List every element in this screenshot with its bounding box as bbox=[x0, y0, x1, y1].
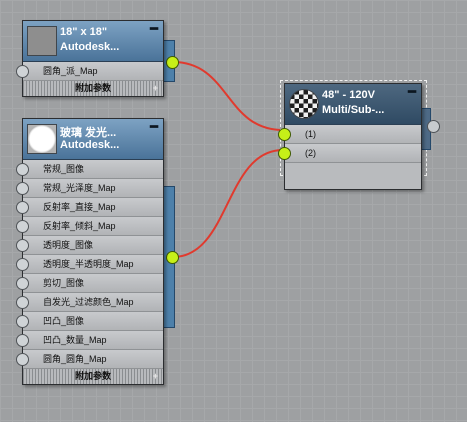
param-label: 剪切_图像 bbox=[43, 278, 85, 288]
node2-param-row[interactable]: 圆角_圆角_Map bbox=[16, 350, 163, 369]
wire-node2-to-slot2 bbox=[172, 149, 284, 258]
param-label: 凹凸_图像 bbox=[43, 316, 85, 326]
node2-param-row[interactable]: 常规_图像 bbox=[16, 160, 163, 179]
node2-extra-params[interactable]: 附加参数 + bbox=[23, 369, 163, 384]
node2-param-row[interactable]: 透明度_半透明度_Map bbox=[16, 255, 163, 274]
node2-title: 玻璃 发光... bbox=[60, 127, 117, 139]
slot-row-1[interactable]: (1) bbox=[278, 125, 421, 144]
input-socket[interactable] bbox=[16, 334, 29, 347]
input-socket[interactable] bbox=[16, 65, 29, 78]
expand-plus-icon[interactable]: + bbox=[152, 83, 158, 93]
param-label: 常规_光泽度_Map bbox=[43, 183, 116, 193]
node1-param-row[interactable]: 圆角_派_Map bbox=[16, 62, 163, 81]
node2-subtitle: Autodesk... bbox=[60, 139, 120, 151]
param-label: 圆角_派_Map bbox=[43, 66, 98, 76]
node3-output-socket[interactable] bbox=[427, 120, 440, 133]
node1-extra-params[interactable]: 附加参数 + bbox=[23, 81, 163, 96]
node2-param-row[interactable]: 反射率_直接_Map bbox=[16, 198, 163, 217]
expand-plus-icon[interactable]: + bbox=[152, 371, 158, 381]
checker-sphere-icon bbox=[289, 89, 319, 119]
node3-title: 48" - 120V bbox=[322, 89, 375, 101]
node3-header[interactable]: 48" - 120V Multi/Sub-... ━ bbox=[285, 84, 421, 125]
param-label: 反射率_倾斜_Map bbox=[43, 221, 116, 231]
param-label: 常规_图像 bbox=[43, 164, 85, 174]
input-socket[interactable] bbox=[16, 239, 29, 252]
input-socket[interactable] bbox=[16, 258, 29, 271]
collapse-icon[interactable]: ━ bbox=[408, 84, 416, 99]
grey-swatch-icon bbox=[27, 26, 57, 56]
node2-param-row[interactable]: 凹凸_数量_Map bbox=[16, 331, 163, 350]
input-socket[interactable] bbox=[16, 353, 29, 366]
param-label: 透明度_半透明度_Map bbox=[43, 259, 134, 269]
input-socket[interactable] bbox=[16, 163, 29, 176]
node2-param-row[interactable]: 自发光_过滤颜色_Map bbox=[16, 293, 163, 312]
node2-param-row[interactable]: 凹凸_图像 bbox=[16, 312, 163, 331]
input-socket[interactable] bbox=[16, 182, 29, 195]
node3-subtitle: Multi/Sub-... bbox=[322, 104, 385, 116]
node3-body-spacer bbox=[285, 163, 421, 189]
node2-param-row[interactable]: 剪切_图像 bbox=[16, 274, 163, 293]
node2-param-row[interactable]: 常规_光泽度_Map bbox=[16, 179, 163, 198]
collapse-icon[interactable]: ━ bbox=[150, 119, 158, 134]
white-sphere-icon bbox=[27, 124, 57, 154]
node2-param-row[interactable]: 反射率_倾斜_Map bbox=[16, 217, 163, 236]
wire-node1-to-slot1 bbox=[172, 61, 284, 131]
slot-label: (1) bbox=[305, 129, 316, 139]
node1-header[interactable]: 18" x 18" Autodesk... ━ bbox=[23, 21, 163, 62]
node1-subtitle: Autodesk... bbox=[60, 41, 120, 53]
param-label: 圆角_圆角_Map bbox=[43, 354, 107, 364]
input-socket[interactable] bbox=[16, 315, 29, 328]
param-label: 透明度_图像 bbox=[43, 240, 94, 250]
node-18x18[interactable]: 18" x 18" Autodesk... ━ 圆角_派_Map 附加参数 + bbox=[16, 20, 164, 97]
input-socket[interactable] bbox=[278, 147, 291, 160]
input-socket[interactable] bbox=[278, 128, 291, 141]
node-multi-sub[interactable]: 48" - 120V Multi/Sub-... ━ (1) (2) bbox=[278, 83, 422, 190]
node1-output-socket[interactable] bbox=[166, 56, 179, 69]
input-socket[interactable] bbox=[16, 277, 29, 290]
input-socket[interactable] bbox=[16, 296, 29, 309]
node2-param-row[interactable]: 透明度_图像 bbox=[16, 236, 163, 255]
node-glass-emissive[interactable]: 玻璃 发光... Autodesk... ━ 常规_图像 常规_光泽度_Map … bbox=[16, 118, 164, 385]
param-label: 反射率_直接_Map bbox=[43, 202, 116, 212]
slot-label: (2) bbox=[305, 148, 316, 158]
param-label: 自发光_过滤颜色_Map bbox=[43, 297, 134, 307]
collapse-icon[interactable]: ━ bbox=[150, 21, 158, 36]
node1-title: 18" x 18" bbox=[60, 26, 108, 38]
input-socket[interactable] bbox=[16, 201, 29, 214]
node2-output-socket[interactable] bbox=[166, 251, 179, 264]
input-socket[interactable] bbox=[16, 220, 29, 233]
param-label: 凹凸_数量_Map bbox=[43, 335, 107, 345]
node2-header[interactable]: 玻璃 发光... Autodesk... ━ bbox=[23, 119, 163, 160]
slot-row-2[interactable]: (2) bbox=[278, 144, 421, 163]
